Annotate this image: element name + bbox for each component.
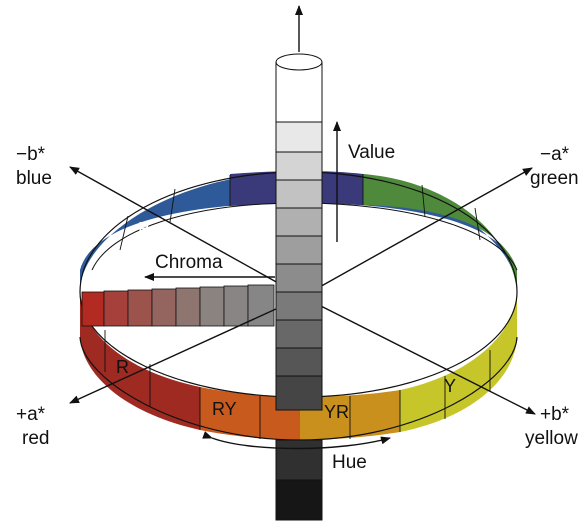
segment-label-g: G	[444, 222, 458, 242]
segment-label-ry: RY	[212, 399, 237, 419]
hue-ring-front-wall-yellow	[400, 292, 517, 432]
segment-label-r: R	[116, 357, 129, 377]
segment-label-b: B	[138, 219, 150, 239]
chroma-scale-strip	[81, 284, 275, 327]
hue-ring-back-wall-green	[363, 174, 517, 292]
segment-label-yr: YR	[324, 402, 349, 422]
segment-label-y: Y	[444, 376, 456, 396]
neg-b-name: blue	[16, 168, 52, 189]
value-label: Value	[348, 142, 395, 163]
hue-ring-dividers	[104, 174, 491, 439]
b-axis-line-positive	[304, 297, 536, 415]
chroma-label: Chroma	[155, 252, 223, 273]
value-cylinder	[275, 53, 323, 521]
b-axis-line	[69, 166, 306, 299]
pos-b-sign: +b*	[540, 404, 570, 425]
neg-a-sign: −a*	[540, 144, 570, 165]
neg-a-name: green	[530, 168, 579, 189]
hue-ring-front-wall-red	[80, 292, 200, 430]
hue-ring-top-edge	[79, 171, 518, 398]
hue-arrow	[202, 431, 391, 450]
pos-a-name: red	[22, 428, 49, 449]
a-axis-line-positive	[69, 297, 301, 404]
a-axis-line	[299, 167, 533, 299]
pos-b-name: yellow	[525, 428, 578, 449]
hue-label: Hue	[332, 452, 367, 473]
pos-a-sign: +a*	[16, 404, 46, 425]
hue-ring-front-wall-redyellow	[200, 387, 300, 440]
neg-b-sign: −b*	[16, 144, 46, 165]
